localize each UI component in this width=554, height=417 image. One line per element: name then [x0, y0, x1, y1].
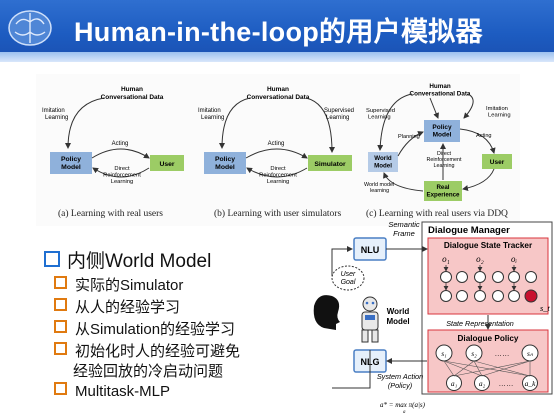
svg-text:a_k: a_k	[525, 379, 537, 388]
svg-text:Dialogue Policy: Dialogue Policy	[458, 334, 519, 343]
bullet-item: Multitask-MLP	[54, 382, 170, 400]
orange-square-bullet-icon	[54, 382, 67, 395]
bullet-item-continuation: 经验回放的冷启动问题	[73, 363, 224, 380]
svg-text:Dialogue Manager: Dialogue Manager	[428, 225, 510, 236]
svg-text:a₂: a₂	[479, 379, 486, 388]
svg-text:a* = max π(a|s): a* = max π(a|s)	[380, 401, 426, 409]
svg-text:s₂: s₂	[471, 349, 477, 358]
svg-text:NLU: NLU	[361, 245, 380, 255]
policy-model-box	[50, 152, 92, 174]
dialogue-manager-diagram: Dialogue Manager Dialogue State Tracker …	[313, 220, 553, 415]
svg-text:oᵢ: oᵢ	[511, 254, 518, 264]
svg-text:Simulator: Simulator	[314, 161, 346, 168]
real-experience-box	[424, 181, 462, 201]
svg-text:s₁: s₁	[441, 349, 447, 358]
blue-square-bullet-icon	[44, 251, 60, 267]
svg-text:Acting: Acting	[268, 141, 285, 147]
figure-a-caption: (a) Learning with real users	[58, 209, 163, 219]
bullet-item: 初始化时人的经验可避免	[54, 340, 240, 361]
orange-square-bullet-icon	[54, 342, 67, 355]
figure-c-caption: (c) Learning with real users via DDQ	[366, 209, 508, 219]
robot-icon	[361, 296, 379, 343]
svg-text:……: ……	[499, 379, 514, 388]
svg-text:a: a	[403, 410, 406, 415]
svg-text:o₁: o₁	[442, 254, 450, 264]
simulator-box	[308, 155, 352, 171]
svg-text:……: ……	[495, 349, 510, 358]
acting-arrow	[91, 148, 150, 159]
bullet-item: 从人的经验学习	[54, 296, 180, 317]
user-box	[482, 154, 512, 169]
svg-text:Dialogue State Tracker: Dialogue State Tracker	[444, 241, 533, 250]
world-model-box	[368, 152, 398, 172]
svg-text:User: User	[490, 159, 505, 166]
svg-text:System Action(Policy): System Action(Policy)	[377, 372, 423, 390]
orange-square-bullet-icon	[54, 298, 67, 311]
tracker-nodes	[440, 271, 538, 303]
user-head-icon	[313, 295, 340, 330]
svg-text:a₁: a₁	[451, 379, 458, 388]
svg-text:Acting: Acting	[112, 141, 129, 147]
slide-title: Human-in-the-loop的用户模拟器	[74, 17, 483, 47]
policy-model-box	[424, 120, 460, 142]
bullet-main: 内侧World Model	[44, 246, 211, 273]
policy-state-nodes	[435, 344, 539, 391]
imitation-arrow	[65, 97, 105, 149]
rl-arrow	[92, 167, 150, 178]
bullet-item: 从Simulation的经验学习	[54, 318, 235, 339]
svg-text:s_t: s_t	[540, 303, 551, 313]
svg-text:State Representation: State Representation	[446, 319, 514, 328]
svg-text:User: User	[159, 161, 174, 168]
orange-square-bullet-icon	[54, 276, 67, 289]
slide-header: Human-in-the-loop的用户模拟器	[0, 0, 554, 62]
svg-text:Acting: Acting	[476, 133, 492, 139]
svg-text:o₂: o₂	[476, 254, 484, 264]
orange-square-bullet-icon	[54, 320, 67, 333]
policy-model-box	[204, 152, 246, 174]
figure-b-caption: (b) Learning with user simulators	[214, 209, 342, 219]
header-band	[0, 52, 554, 62]
bullet-item: 实际的Simulator	[54, 274, 183, 295]
user-box	[150, 155, 184, 171]
svg-text:Planning: Planning	[398, 134, 420, 140]
brain-icon	[8, 10, 52, 46]
svg-text:sₙ: sₙ	[527, 349, 534, 358]
user-goal-bubble	[331, 265, 365, 291]
state-node-st	[524, 289, 538, 303]
